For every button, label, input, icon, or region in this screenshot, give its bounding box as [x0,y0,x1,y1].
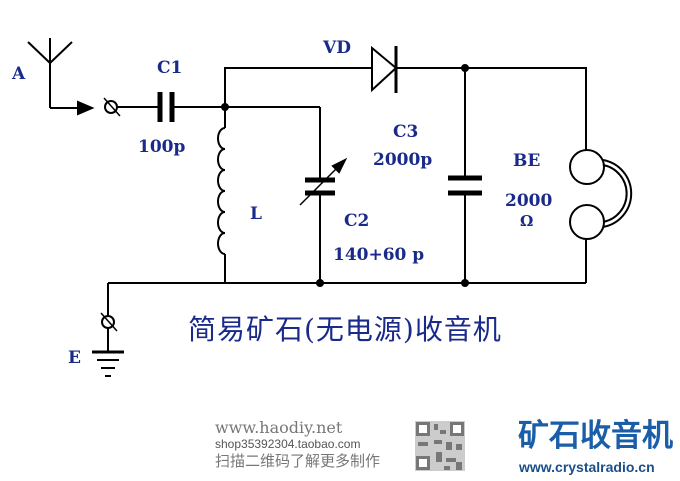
scan-hint-text: 扫描二维码了解更多制作 [215,452,381,470]
antenna-symbol [27,38,95,116]
label-antenna: A [12,64,26,84]
label-c1-value: 100p [138,137,186,157]
shop-text: shop35392304.taobao.com [215,437,361,451]
label-be-unit: Ω [520,212,534,230]
inductor-l [217,107,226,283]
junction-dot [461,279,469,287]
diode-vd [371,45,398,93]
label-c3-value: 2000p [373,150,433,170]
junction-dot [316,279,324,287]
capacitor-c3 [448,68,482,283]
label-ground: E [68,348,81,368]
ground-symbol [92,328,124,377]
label-c1: C1 [157,58,183,78]
logo-url: www.crystalradio.cn [519,459,655,475]
diagram-title: 简易矿石(无电源)收音机 [188,313,502,346]
earphone-be [569,149,633,240]
variable-capacitor-c2 [299,107,348,283]
website-text: www.haodiy.net [215,418,343,437]
label-c3: C3 [393,122,419,142]
label-vd: VD [323,38,351,58]
label-c2-value: 140+60 p [333,245,425,265]
label-c2: C2 [344,211,370,231]
qr-code [415,421,465,471]
capacitor-c1 [157,92,175,122]
label-l: L [250,204,262,224]
label-be: BE [513,151,541,171]
logo-text: 矿石收音机 [518,418,673,454]
label-be-value: 2000 [505,191,553,211]
